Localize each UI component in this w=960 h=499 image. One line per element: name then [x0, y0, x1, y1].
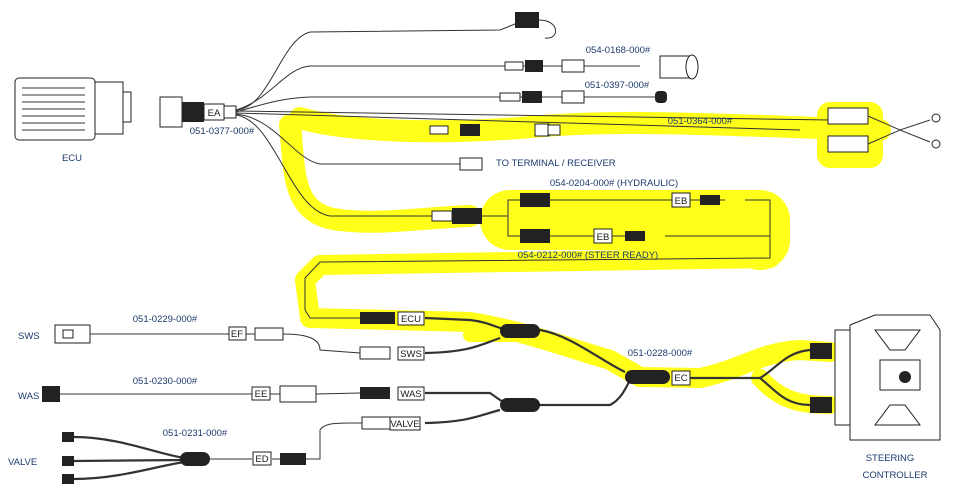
tag-ec-box: [671, 370, 691, 386]
part-0397: 051-0397-000#: [585, 80, 650, 91]
terminal-label: TO TERMINAL / RECEIVER: [496, 158, 616, 169]
tag-eb1: EB: [675, 196, 688, 207]
was-harness: [42, 385, 361, 403]
tag-was: WAS: [400, 389, 421, 400]
part-steer-ready: 054-0212-000# (STEER READY): [518, 250, 658, 261]
tag-sws-box: [397, 346, 425, 361]
connector-0397: [499, 90, 667, 104]
part-0231: 051-0231-000#: [163, 428, 228, 439]
ecu-module: [14, 77, 132, 141]
valve-label: VALVE: [8, 457, 37, 468]
part-0230: 051-0230-000#: [133, 376, 198, 387]
main-connector: [159, 96, 237, 128]
tag-sws: SWS: [400, 349, 422, 360]
tag-ee: EE: [255, 389, 268, 400]
tag-eb2-box: [593, 228, 613, 244]
part-0364: 051-0364-000#: [668, 116, 733, 127]
tag-ed-box: [252, 451, 272, 466]
tag-ee-box: [251, 386, 271, 401]
tag-ea: EA: [208, 108, 221, 119]
part-0228: 051-0228-000#: [628, 348, 693, 359]
tag-ef: EF: [231, 329, 243, 340]
valve-harness: [62, 422, 363, 484]
highlight-0364: [289, 107, 891, 143]
top-connector: [515, 12, 556, 39]
tag-was-box: [397, 386, 425, 401]
steering-controller-label-2: CONTROLLER: [863, 470, 928, 481]
was-label: WAS: [18, 391, 39, 402]
tag-ec: EC: [674, 373, 687, 384]
steering-harness: [304, 236, 832, 430]
tag-ef-box: [228, 326, 247, 341]
connector-terminal: [459, 157, 483, 171]
part-0168: 054-0168-000#: [586, 45, 651, 56]
part-0229: 051-0229-000#: [133, 314, 198, 325]
sws-harness: [54, 324, 361, 354]
part-hydraulic: 054-0204-000# (HYDRAULIC): [550, 178, 678, 189]
connector-0364: [429, 107, 941, 153]
upper-wires: [235, 21, 831, 217]
tag-ed: ED: [255, 454, 268, 465]
tag-valve: VALVE: [390, 419, 419, 430]
tag-eb2: EB: [597, 232, 610, 243]
part-main-harness: 051-0377-000#: [190, 126, 255, 137]
steering-controller-label-1: STEERING: [866, 453, 915, 464]
tag-ecu: ECU: [401, 314, 421, 325]
tag-eb1-box: [671, 192, 691, 208]
tag-valve-box: [389, 416, 421, 431]
connector-0168: [504, 54, 699, 80]
steering-controller: [834, 314, 941, 441]
highlight-branch: [279, 114, 481, 233]
connector-eb-group: [431, 193, 771, 243]
sws-label: SWS: [18, 331, 40, 342]
tag-ecu-box: [397, 311, 425, 326]
ecu-label: ECU: [62, 153, 82, 164]
